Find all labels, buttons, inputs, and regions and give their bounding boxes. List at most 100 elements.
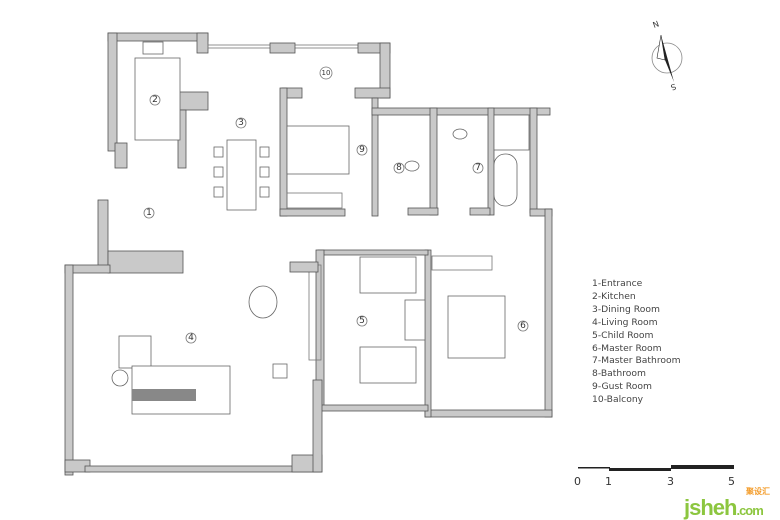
wall <box>177 91 209 111</box>
legend-item: 1-Entrance <box>592 278 643 289</box>
svg-text:9: 9 <box>359 145 365 155</box>
toilet <box>452 128 468 140</box>
legend-item: 4-Living Room <box>592 316 658 328</box>
wall <box>312 379 323 473</box>
room-label-8: 8 <box>393 162 405 174</box>
scale-bar <box>578 465 734 471</box>
wall <box>114 142 128 169</box>
room-label-1: 1 <box>143 207 155 219</box>
wardrobe <box>286 192 343 209</box>
room-label-5: 5 <box>356 315 368 327</box>
room-legend: 1-Entrance 2-Kitchen 3-Dining Room 4-Liv… <box>592 278 681 407</box>
wall <box>429 107 438 216</box>
chair <box>213 186 224 198</box>
room-labels: 1 2 3 4 5 6 7 8 9 10 <box>143 66 529 344</box>
table <box>226 139 257 211</box>
wall <box>317 404 429 412</box>
chair <box>259 146 270 158</box>
sofa-dark-row <box>132 389 196 401</box>
chair <box>213 146 224 158</box>
scale-segment <box>578 467 610 469</box>
wall <box>317 249 429 256</box>
bathtub <box>493 153 518 207</box>
master-room-walls <box>424 208 553 418</box>
legend-item: 3-Dining Room <box>592 303 660 315</box>
sofa-block <box>118 335 152 369</box>
kitchen-walls <box>107 32 209 169</box>
chair <box>259 186 270 198</box>
wall <box>84 465 321 473</box>
wall <box>424 249 432 418</box>
desk <box>404 299 426 341</box>
child-room-walls <box>308 249 429 412</box>
scale-label: 0 <box>574 475 581 488</box>
living-walls <box>64 199 323 476</box>
balcony-walls <box>207 42 391 99</box>
wall <box>354 87 391 99</box>
legend-item: 7-Master Bathroom <box>592 355 681 367</box>
wall <box>487 107 495 216</box>
wall <box>97 199 109 269</box>
scale-segment <box>671 465 734 469</box>
compass-needle-icon <box>656 34 666 61</box>
legend-item: 8-Bathroom <box>592 368 646 380</box>
wall <box>424 409 553 418</box>
armchair <box>248 285 278 319</box>
wall <box>407 207 439 216</box>
legend-item: 9-Gust Room <box>592 381 652 393</box>
sofa <box>111 285 288 415</box>
compass-north: N <box>652 19 661 30</box>
dining-table <box>213 139 270 211</box>
svg-text:1: 1 <box>146 208 152 218</box>
wall <box>279 87 288 217</box>
room-label-9: 9 <box>356 144 368 156</box>
wall <box>544 208 553 418</box>
legend-item: 10-Balcony <box>592 394 644 406</box>
svg-text:10: 10 <box>322 69 331 77</box>
sink <box>142 41 164 55</box>
chair <box>272 363 288 379</box>
wall <box>289 261 319 273</box>
wall <box>107 32 209 42</box>
shower <box>493 114 530 151</box>
compass-needle-icon <box>661 35 674 82</box>
wall <box>107 32 118 152</box>
chair <box>213 166 224 178</box>
scale-label: 1 <box>605 475 612 488</box>
bed <box>286 125 350 175</box>
legend-item: 6-Master Room <box>592 342 662 354</box>
scale-segment <box>609 468 671 471</box>
jsheh-logo: jsheh.com 聚设汇 <box>684 487 770 520</box>
kitchen-island <box>134 57 181 141</box>
wardrobe <box>431 255 493 271</box>
compass-ring <box>651 42 683 74</box>
wall <box>64 264 74 476</box>
svg-text:2: 2 <box>152 95 158 105</box>
guest-room-walls <box>279 87 379 217</box>
svg-text:5: 5 <box>359 316 365 326</box>
chair <box>259 166 270 178</box>
room-label-4: 4 <box>185 332 197 344</box>
compass: N S <box>651 19 683 92</box>
svg-text:7: 7 <box>475 163 481 173</box>
bathroom-walls <box>371 107 551 216</box>
wall <box>196 32 209 54</box>
room-label-6: 6 <box>517 320 529 332</box>
compass-south: S <box>669 82 677 92</box>
room-label-10: 10 <box>319 66 333 80</box>
bed <box>359 346 417 384</box>
wall <box>279 208 346 217</box>
legend-item: 5-Child Room <box>592 329 654 341</box>
wall <box>371 107 551 116</box>
wall <box>529 107 538 214</box>
wall <box>371 97 379 217</box>
svg-text:4: 4 <box>188 333 194 343</box>
side-table <box>111 369 129 387</box>
scale-label: 5 <box>728 475 735 488</box>
legend-item: 2-Kitchen <box>592 290 636 302</box>
room-label-2: 2 <box>149 94 161 106</box>
scale-label: 3 <box>667 475 674 488</box>
toilet <box>404 160 420 172</box>
